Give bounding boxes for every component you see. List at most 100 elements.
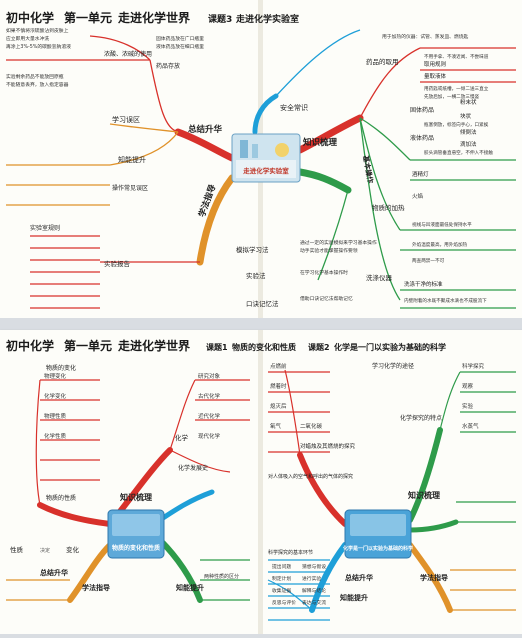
page-2-right-node: 制定计划 [272,575,291,582]
page-1-left-text: 实验剩余药品不能放回原瓶 [6,73,64,80]
page-1-note: 两查两禁一不可 [412,257,445,264]
page-2-right-node: 观察 [462,382,474,390]
page-2-topic1-number: 课题1 [206,342,228,352]
page-2-left-center-label: 物质的变化和性质 [112,544,160,552]
page-1-topic-number: 课题3 [208,13,232,25]
page-1-title-unit-name: 走进化学世界 [118,10,190,25]
page-2-right-branch-learning: 学习化学的途径 [372,362,414,370]
page-1-left-text: 液体药品放在细口瓶里 [156,43,204,50]
page-2-right-node: 猜想与假设 [302,563,326,570]
page-2-right-branch-improve: 知能提升 [339,593,368,602]
page-1-note: 先放后加，一横二放三慢竖 [424,93,480,100]
page-1-node-dense-acid: 浓酸、浓碱的使用 [104,50,152,58]
page-2-left-node: 化学性质 [44,432,67,440]
page-1-note: 用药匙或纸槽，一倾二送三直立 [424,85,489,92]
page-1-branch-safety: 安全常识 [280,103,308,112]
page-1-note: 外焰温度最高，用外焰加热 [412,241,468,248]
page-2-left-node: 现代化学 [198,432,221,440]
page-2-title-unit-name: 走进化学世界 [118,338,190,353]
page-2-left-nodes: 物理变化 化学变化 物理性质 化学性质 研究对象 古代化学 近代化学 现代化学 … [10,372,239,580]
page-1: 初中化学 第一单元 走进化学世界 课题3 走进化学实验室 [0,0,522,318]
page-2-right-center-image: 化学是一门以实验为基础的科学 [343,509,413,559]
page-1-notes: 用于加热的仪器：试管、蒸发皿、燃烧匙 不用手拿、不凑近闻、不尝味道 用药匙或纸槽… [382,33,493,304]
page-1-method-text: 通过一定的实验模拟来学习基本操作 [300,239,377,246]
page-1-branch-summary: 总结升华 [188,124,223,135]
page-2-right-branch-features: 化学探究的特点 [400,414,442,422]
page-2-left-node: 物理变化 [44,372,67,380]
page-1-node-lab-rules: 实验室规则 [30,224,60,232]
page-2-left-node: 决定 [40,547,50,554]
page-1-topic-title: 走进化学实验室 [235,13,299,25]
page-2-right-branch-inquiry: 科学探究的基本环节 [268,549,313,556]
page-2-right-node: 燃着时 [270,382,287,390]
page-2-right-main-branches [297,427,459,613]
page-2-right-node: 点燃前 [270,362,287,370]
page-1-node-standard: 洗涤干净的标准 [404,280,443,288]
page-1-method-text: 动手实验才能掌握操作要领 [300,247,358,254]
page-2-left-branch-chemistry: 化学 [175,433,189,442]
page-2-left-node: 物理性质 [44,412,67,420]
page-1-left-texts: 如果不慎将浓硫酸沾到皮肤上 应立即用大量水冲洗 再涂上3%-5%的碳酸氢钠溶液 … [6,27,204,88]
page-2-right-node: 实验 [462,402,474,410]
page-1-node-wash: 洗涤仪器 [366,273,393,282]
page-2-left-node: 两种性质的区分 [204,573,239,580]
page-1-branch-exp-report: 实验报告 [104,259,131,268]
page-1-note: 不用手拿、不凑近闻、不尝味道 [424,53,489,60]
page-2-right-node: 进行实验 [302,575,321,582]
page-2-left-node: 化学变化 [44,392,67,400]
page-2-right-node: 解释与结论 [302,587,326,594]
page-1-node-liquid: 液体药品 [410,134,434,142]
page-2-right-node: 二氧化碳 [300,422,323,430]
page-2-right-nodes: 科学探究 观察 实验 点燃前 燃着时 熄灭后 氧气 二氧化碳 水蒸气 提出问题 … [270,362,485,606]
page-1-branch-model-learning: 模拟学习法 [236,245,269,254]
page-2-title-unit: 第一单元 [64,338,112,353]
page-2-left-node: 性质 [10,545,24,554]
page-1-note: 胶头滴管垂直悬空，不伸入不接触 [424,149,493,156]
page-2-left-branch-knowledge: 知识梳理 [120,492,152,502]
page-2-right-node: 水蒸气 [462,422,479,430]
page-1-branch-study-tips: 学习误区 [112,115,140,124]
page-1-node-solid: 固体药品 [410,106,434,114]
page-1-left-text: 固体药品放在广口瓶里 [156,35,204,42]
page-1-node-powder: 粉末状 [460,98,477,106]
page-2-left-node: 古代化学 [198,392,221,400]
page-2-left-branch-physical-change: 物质的变化 [46,364,76,372]
page-1-note: 瓶塞倒放，标签向手心，口紧挨 [424,121,489,128]
page-1-left-text: 应立即用大量水冲洗 [6,35,49,42]
page-1-node-heating: 物质的加热 [372,203,405,212]
page-2-right-node: 熄灭后 [270,402,287,410]
page-2-left-branch-method: 学法指导 [82,583,110,592]
page-1-node-drop: 滴加法 [460,140,477,148]
page-1-node-fetch-drugs: 药品的取用 [366,57,399,66]
page-2-topic1-title: 物质的变化和性质 [232,342,296,352]
page-1-right-lines [275,29,516,309]
page-1-method-text: 在学习化学基本操作时 [300,269,348,276]
page-2-left-branch-property: 物质的性质 [46,494,76,502]
page-1-node-measure: 量取液体 [424,72,447,80]
page-1-left-text: 如果不慎将浓硫酸沾到皮肤上 [6,27,69,34]
page-2-left-branch-development: 化学发展史 [178,464,208,472]
page-2-right-node: 表达与交流 [302,599,326,606]
page-2-spine [258,330,263,634]
page-2-left-node: 近代化学 [198,412,221,420]
page-1-note: 内壁附着的水既不聚成水滴也不成股流下 [404,297,487,304]
page-1-method-texts: 通过一定的实验模拟来学习基本操作 动手实验才能掌握操作要领 在学习化学基本操作时… [300,239,377,302]
page-1-left-lines [6,35,200,309]
page-2-left-branch-improve: 知能提升 [175,583,204,592]
page-1-node-block: 块状 [460,112,472,120]
page-1-center-label: 走进化学实验室 [242,166,289,175]
page-2-left-node: 变化 [66,545,80,554]
page-2-right-node: 提出问题 [272,563,291,570]
page-2-left-node: 研究对象 [198,372,221,380]
page-2: 初中化学 第一单元 走进化学世界 课题1 物质的变化和性质 课题2 化学是一门以… [0,330,522,634]
page-2-right-branch-candle: 对蜡烛及其燃烧的探究 [300,442,356,450]
page-1-method-text: 借助口诀记忆法帮助记忆 [300,295,353,302]
page-2-right-branch-method: 学法指导 [420,573,448,582]
page-1-node-flame: 火焰 [412,192,424,200]
page-1-node-pour: 倾倒法 [460,128,477,136]
page-2-left-lines [6,379,250,601]
page-2-right-node: 收集证据 [272,587,291,594]
page-1-branch-exp-method: 实验法 [246,271,266,280]
page-1-note: 用于加热的仪器：试管、蒸发皿、燃烧匙 [382,33,469,40]
